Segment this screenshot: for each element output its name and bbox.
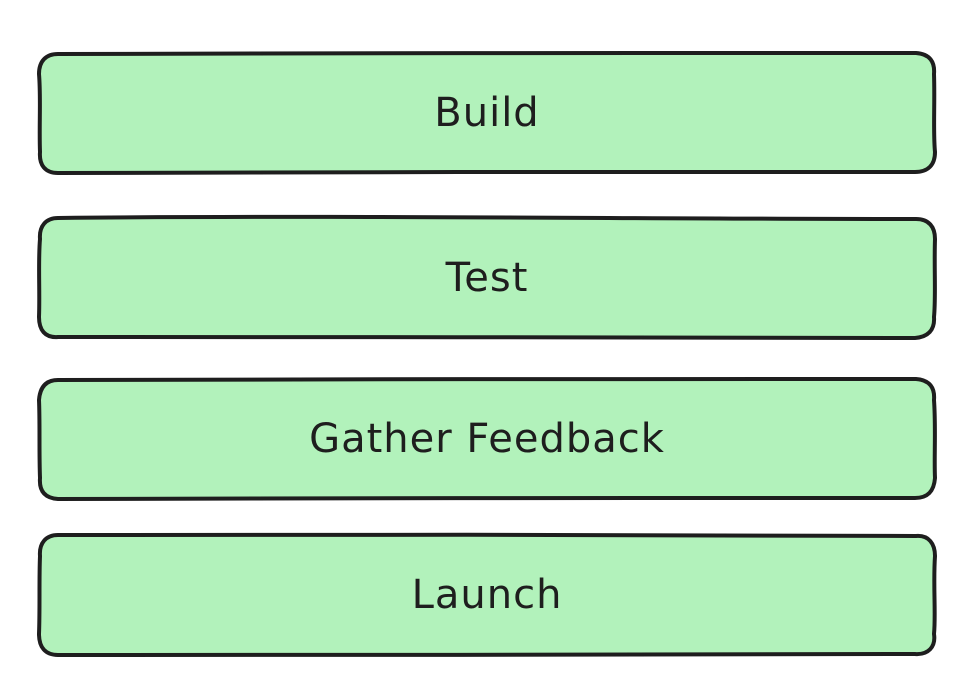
step-box-shape [37, 214, 937, 340]
step-box-test: Test [37, 214, 937, 340]
step-label: Test [445, 255, 529, 301]
step-box-shape [37, 50, 937, 175]
step-box-shape [37, 532, 937, 657]
step-box-build: Build [37, 50, 937, 175]
step-label: Gather Feedback [309, 416, 665, 462]
step-box-launch: Launch [37, 532, 937, 657]
step-box-gather-feedback: Gather Feedback [37, 377, 937, 501]
step-box-shape [37, 377, 937, 501]
step-label: Launch [411, 572, 563, 618]
step-label: Build [434, 90, 540, 136]
